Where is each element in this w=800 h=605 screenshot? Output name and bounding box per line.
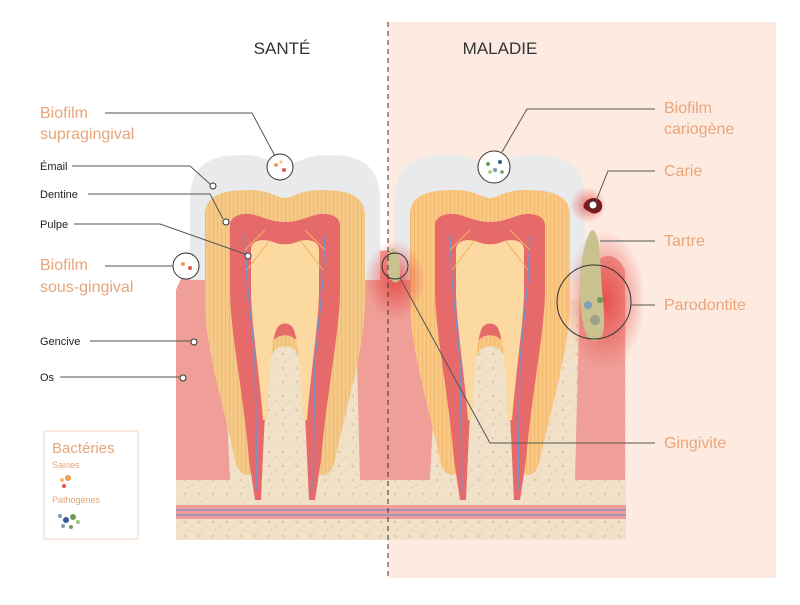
callout-carie: [588, 200, 598, 210]
callout-biofilm-sous: [172, 252, 200, 280]
legend-healthy: Saines: [52, 460, 80, 470]
gingivitis-tartar: [387, 248, 400, 283]
label-pulpe: Pulpe: [40, 219, 68, 231]
legend-pathogenic: Pathogènes: [52, 495, 101, 505]
label-tartre: Tartre: [664, 233, 705, 250]
callout-biofilm-supra: [266, 153, 294, 181]
header-disease: MALADIE: [463, 39, 538, 58]
label-biofilm-cario-line1: Biofilm: [664, 100, 712, 117]
healthy-bacteria-icon: [60, 475, 71, 488]
left-leader-lines: [60, 112, 276, 378]
callout-gingivitis: [381, 252, 409, 280]
label-parodontite: Parodontite: [664, 297, 746, 314]
pathogenic-bacteria-icon: [58, 514, 80, 529]
label-carie: Carie: [664, 163, 702, 180]
label-biofilm-cario-line2: cariogène: [664, 121, 734, 138]
header-healthy: SANTÉ: [254, 39, 311, 58]
callout-parodontite: [556, 264, 632, 340]
label-os: Os: [40, 372, 55, 384]
label-biofilm-supra-line2: supragingival: [40, 126, 134, 143]
label-biofilm-sous-line2: sous-gingival: [40, 279, 133, 296]
nerve-band: [176, 509, 626, 516]
right-leader-lines: [399, 108, 655, 444]
label-gencive: Gencive: [40, 336, 80, 348]
label-email: Émail: [40, 160, 68, 173]
label-dentine: Dentine: [40, 189, 78, 201]
legend-box: Bactéries Saines Pathogènes: [43, 430, 139, 540]
legend-title: Bactéries: [52, 440, 115, 457]
callout-biofilm-cario: [477, 150, 511, 184]
vessel-band: [176, 505, 626, 519]
label-biofilm-sous-line1: Biofilm: [40, 257, 88, 274]
label-gingivite: Gingivite: [664, 435, 726, 452]
tartar-deposit: [579, 230, 605, 341]
periodontitis-inflammation: [565, 230, 645, 370]
label-biofilm-supra-line1: Biofilm: [40, 105, 88, 122]
